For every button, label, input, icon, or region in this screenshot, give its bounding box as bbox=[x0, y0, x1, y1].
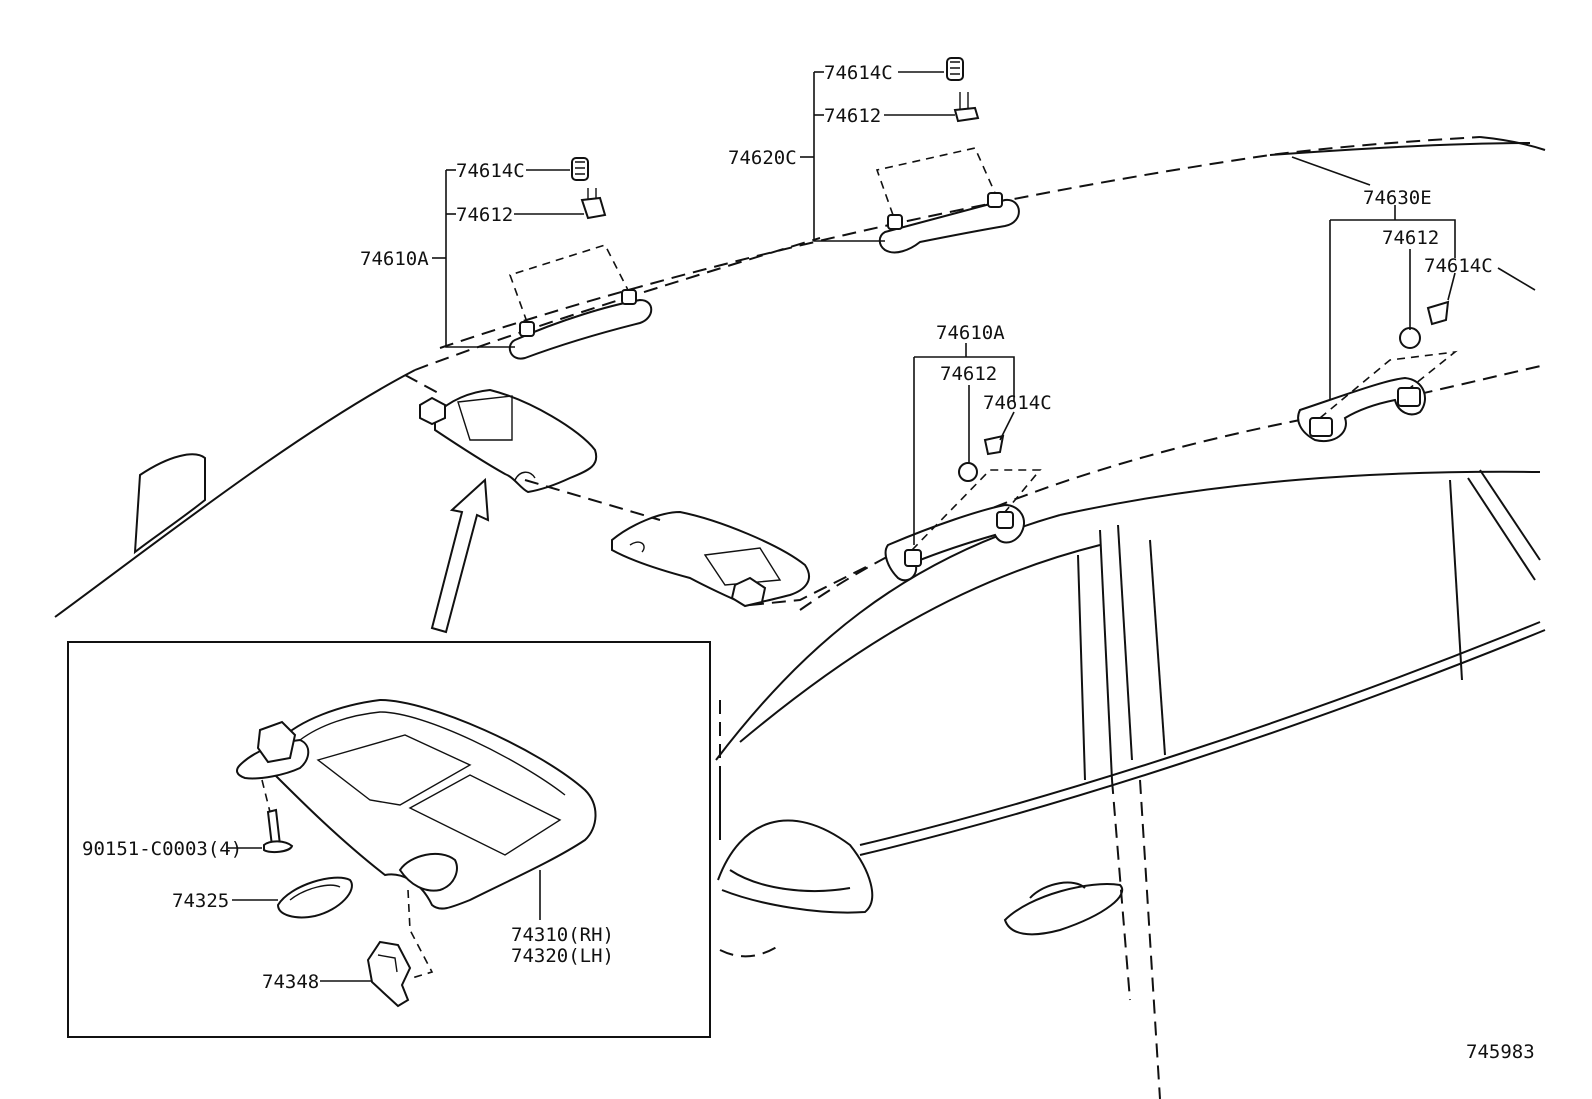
visor-link-dashline bbox=[524, 479, 661, 521]
label-cover-74612-front-right: 74612 bbox=[940, 363, 997, 385]
holder-74348 bbox=[366, 889, 434, 1008]
detail-pointer-arrow bbox=[430, 477, 490, 634]
label-visor-74320-lh: 74320(LH) bbox=[511, 945, 614, 967]
label-visor-74310-rh: 74310(RH) bbox=[511, 924, 614, 946]
label-screw-90151: 90151-C0003(4) bbox=[82, 838, 242, 860]
visor-left-mount-dashline bbox=[404, 374, 443, 396]
vehicle-body-outline bbox=[54, 136, 1546, 1099]
label-assembly-74620c: 74620C bbox=[728, 147, 797, 169]
sun-visor-left-installed bbox=[419, 388, 598, 494]
label-cover-74612-rear-right: 74612 bbox=[1382, 227, 1439, 249]
cover-74325 bbox=[276, 876, 353, 919]
callout-grip-front-right: 74610A 74612 74614C bbox=[913, 322, 1052, 545]
detail-box bbox=[67, 641, 711, 1038]
callout-grip-rear-right: 74630E 74612 74614C bbox=[1291, 156, 1536, 400]
label-assembly-74610a-front-left: 74610A bbox=[360, 248, 429, 270]
visor-right-mount-dashline bbox=[749, 564, 871, 606]
label-clip-74614c-rear-right: 74614C bbox=[1424, 255, 1493, 277]
grip-rear-left bbox=[875, 57, 1020, 254]
callout-grip-rear-left: 74620C 74614C 74612 bbox=[728, 62, 955, 242]
grip-rear-right bbox=[1297, 300, 1458, 443]
screw-90151 bbox=[261, 779, 294, 854]
callout-grip-front-left: 74610A 74614C 74612 bbox=[360, 160, 584, 348]
grip-front-right bbox=[884, 434, 1042, 582]
label-cover-74325: 74325 bbox=[172, 890, 229, 912]
sun-visor-detail bbox=[236, 698, 597, 910]
grip-front-left bbox=[508, 157, 653, 360]
label-clip-74614c-rear-left: 74614C bbox=[824, 62, 893, 84]
label-cover-74612-rear-left: 74612 bbox=[824, 105, 881, 127]
label-cover-74612-front-left: 74612 bbox=[456, 204, 513, 226]
callout-detail: 90151-C0003(4) 74325 74348 74310(RH) 743… bbox=[82, 838, 614, 993]
label-assembly-74630e: 74630E bbox=[1363, 187, 1432, 209]
label-assembly-74610a-front-right: 74610A bbox=[936, 322, 1005, 344]
figure-id: 745983 bbox=[1466, 1041, 1535, 1063]
label-clip-74614c-front-right: 74614C bbox=[983, 392, 1052, 414]
label-clip-74614c-front-left: 74614C bbox=[456, 160, 525, 182]
sun-visor-right-installed bbox=[611, 510, 810, 608]
label-holder-74348: 74348 bbox=[262, 971, 319, 993]
